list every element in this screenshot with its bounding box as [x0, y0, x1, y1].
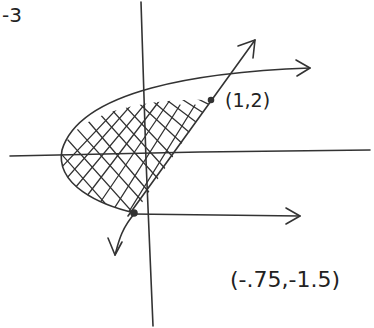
- point-label: (1,2): [223, 90, 272, 111]
- point-label: (-.75,-1.5): [228, 268, 342, 292]
- point-label: -3: [0, 4, 24, 26]
